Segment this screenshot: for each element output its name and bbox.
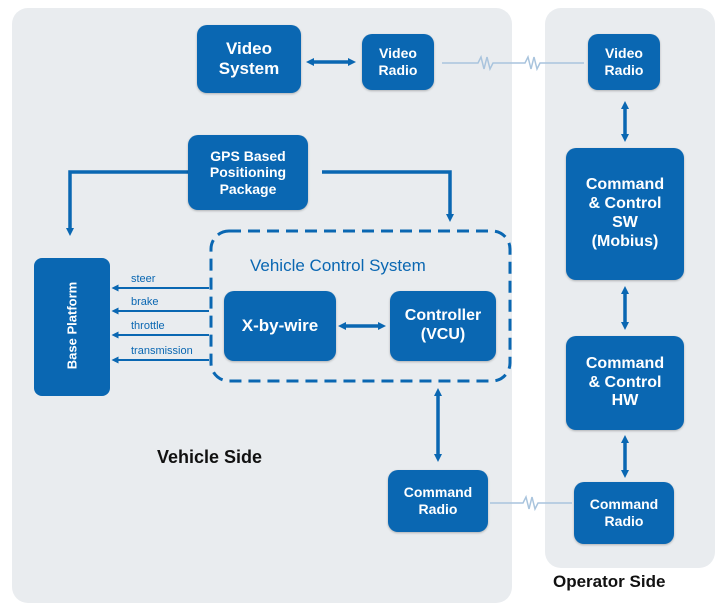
operator-command-radio-box: Command Radio bbox=[574, 482, 674, 544]
base-platform-box: Base Platform bbox=[34, 258, 110, 396]
vehicle-video-radio-box: Video Radio bbox=[362, 34, 434, 90]
gps-label: GPS Based Positioning Package bbox=[209, 147, 287, 197]
operator-side-label: Operator Side bbox=[553, 572, 666, 591]
video-system-box: Video System bbox=[197, 25, 301, 93]
cc-hw-label: Command & Control HW bbox=[585, 354, 665, 410]
gps-box: GPS Based Positioning Package bbox=[188, 135, 308, 210]
operator-side-panel bbox=[545, 8, 715, 568]
x-by-wire-label: X-by-wire bbox=[241, 315, 319, 335]
vehicle-video-radio-label: Video Radio bbox=[378, 45, 418, 78]
vehicle-command-radio-box: Command Radio bbox=[388, 470, 488, 532]
gps-to-vcs-arrow bbox=[322, 170, 454, 222]
cc-sw-label: Command & Control SW (Mobius) bbox=[585, 176, 665, 250]
controller-box: Controller (VCU) bbox=[390, 291, 496, 361]
video-wireless-link bbox=[442, 54, 584, 72]
controller-label: Controller (VCU) bbox=[404, 307, 482, 343]
video-system-label: Video System bbox=[218, 38, 280, 78]
vcs-boundary bbox=[209, 229, 512, 383]
base-platform-label: Base Platform bbox=[64, 281, 80, 370]
operator-command-radio-label: Command Radio bbox=[589, 496, 659, 529]
operator-video-radio-label: Video Radio bbox=[604, 45, 644, 78]
vehicle-side-label: Vehicle Side bbox=[157, 447, 263, 467]
cc-sw-box: Command & Control SW (Mobius) bbox=[566, 148, 684, 280]
command-wireless-link bbox=[490, 494, 572, 512]
gps-to-base-arrow bbox=[66, 170, 188, 236]
vehicle-command-radio-label: Command Radio bbox=[403, 484, 473, 517]
cc-hw-box: Command & Control HW bbox=[566, 336, 684, 430]
operator-video-radio-box: Video Radio bbox=[588, 34, 660, 90]
signal-steer: steer bbox=[131, 273, 156, 285]
x-by-wire-box: X-by-wire bbox=[224, 291, 336, 361]
signal-transmission: transmission bbox=[131, 345, 193, 357]
signal-brake: brake bbox=[131, 296, 159, 308]
signal-throttle: throttle bbox=[131, 320, 165, 332]
vcs-title: Vehicle Control System bbox=[250, 256, 426, 275]
